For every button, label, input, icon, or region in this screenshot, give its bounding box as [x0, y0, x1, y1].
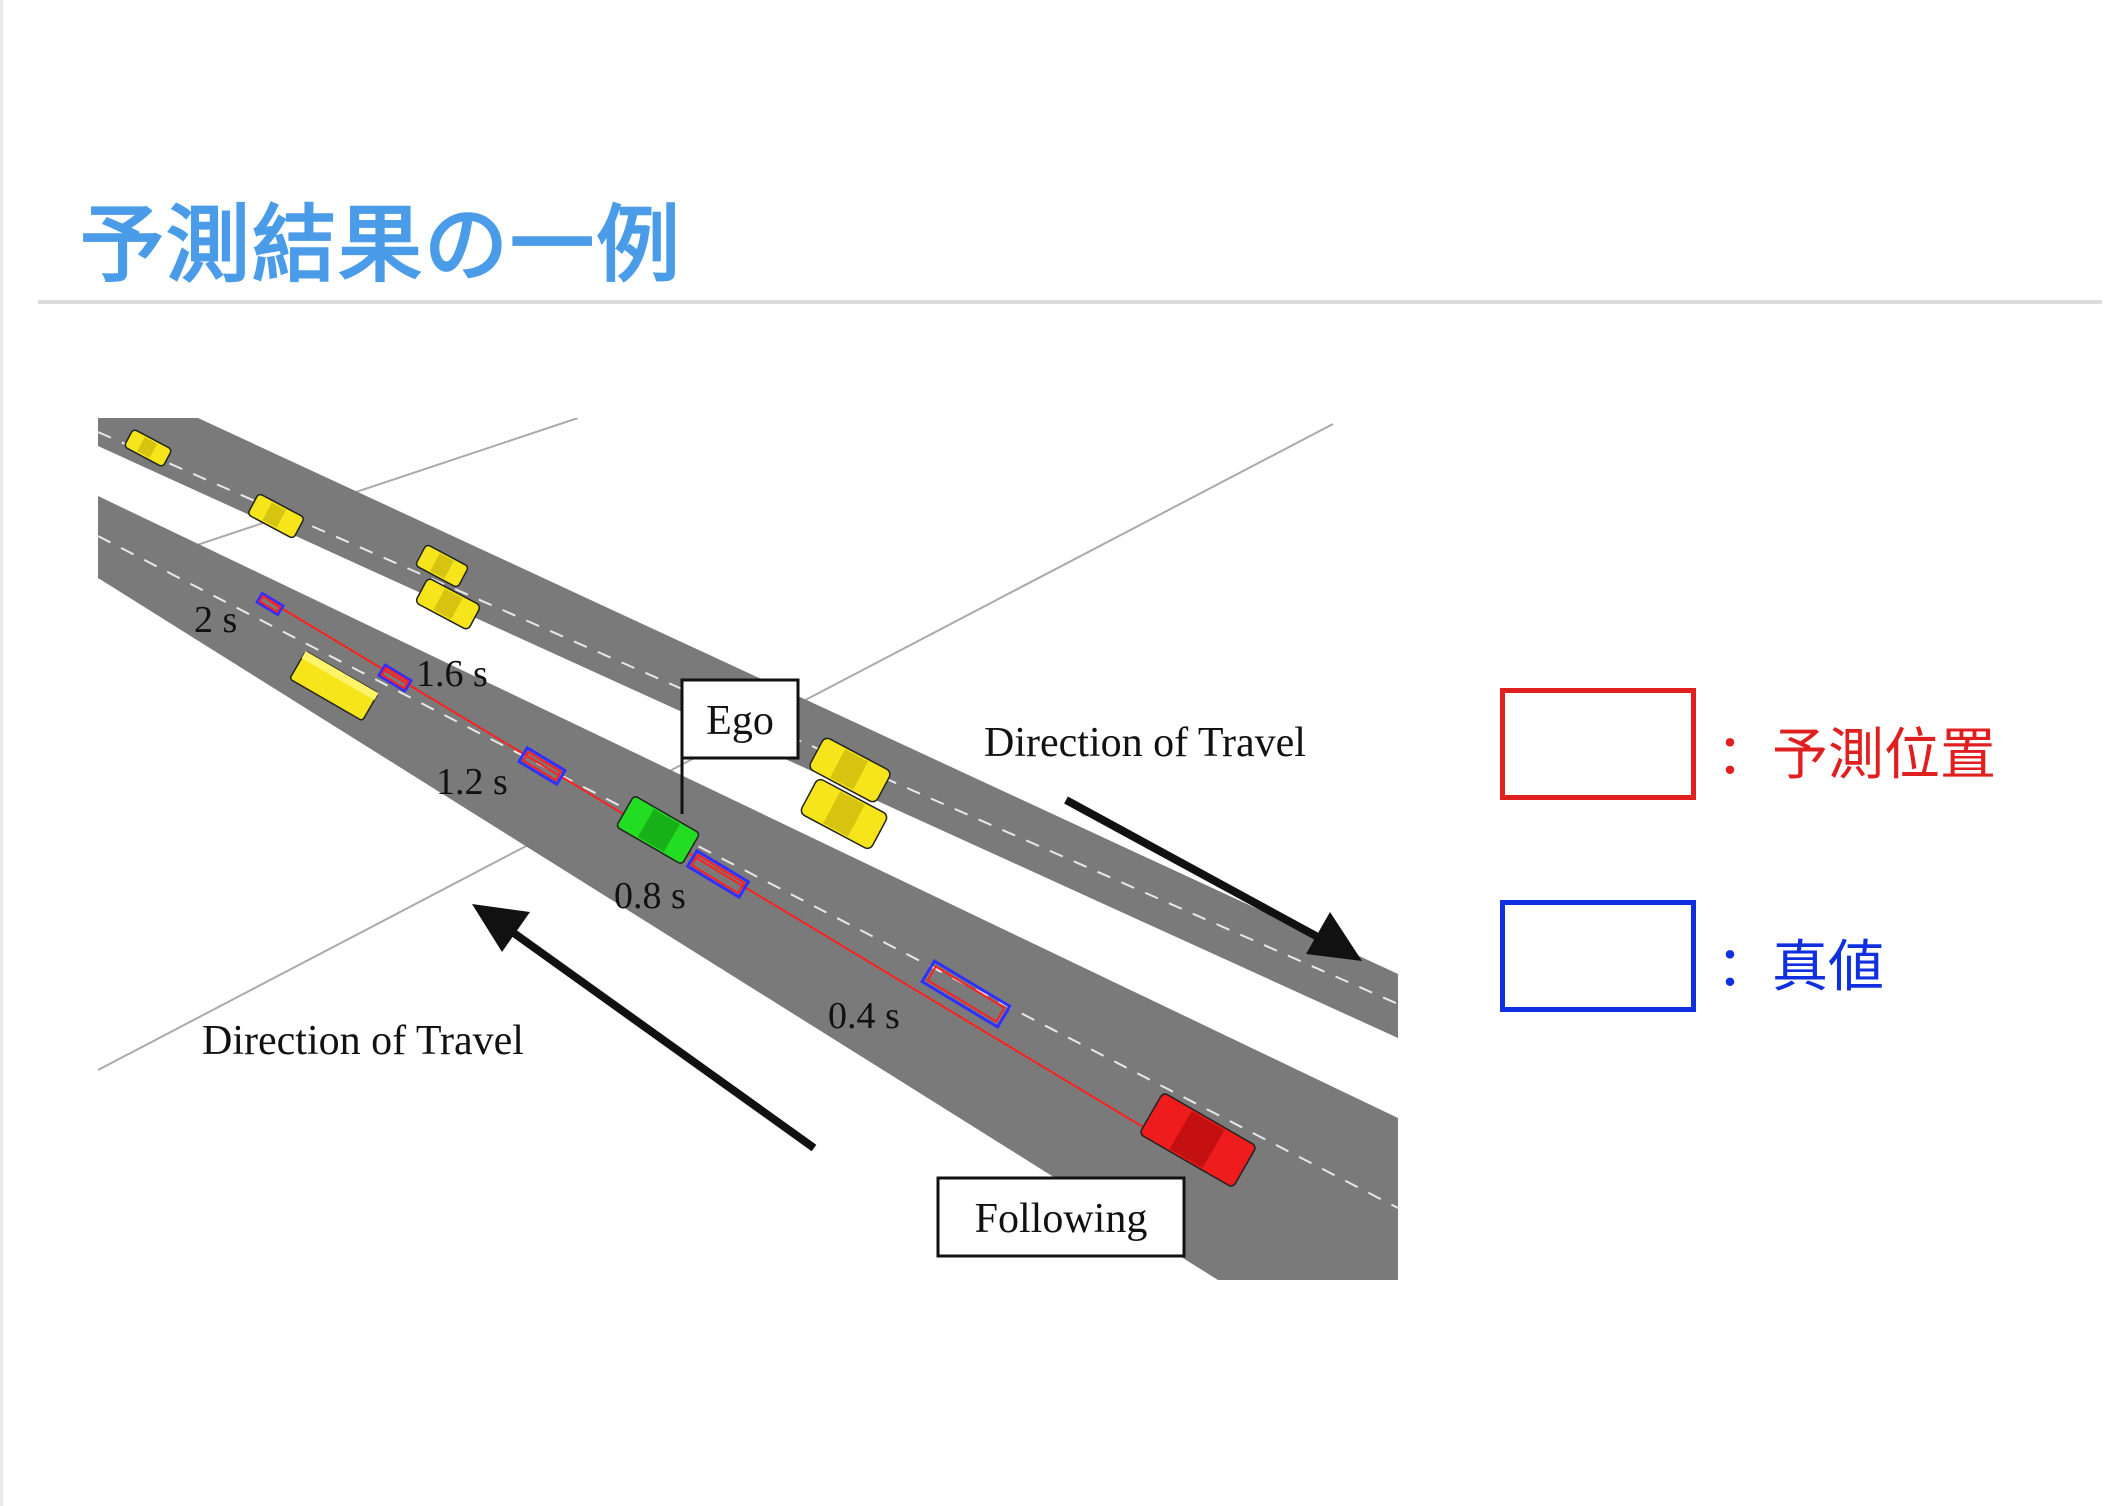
following-car — [1140, 1093, 1256, 1187]
legend-predicted-label: ：予測位置 — [1716, 723, 1996, 788]
traffic-figure: Ego Following 2 s 1.6 s 1.2 s 0.8 s 0.4 … — [98, 418, 1398, 1280]
slide-title: 予測結果の一例 — [80, 196, 683, 294]
time-label-0-8s: 0.8 s — [614, 875, 686, 917]
truth-box-1-2s — [516, 745, 568, 787]
direction-label-left: Direction of Travel — [202, 1018, 524, 1064]
car-upper-5 — [809, 737, 891, 803]
pred-box-0-8s — [690, 853, 746, 895]
following-label-box — [936, 1176, 1186, 1258]
legend-truth-label: ：真値 — [1716, 935, 1884, 1000]
ego-label: Ego — [706, 698, 774, 744]
ego-car — [616, 796, 700, 864]
truck-lower — [289, 651, 379, 721]
time-label-2s: 2 s — [194, 599, 237, 641]
car-upper-4 — [415, 578, 481, 630]
pred-box-1-2s — [521, 750, 563, 782]
ego-label-box — [680, 678, 800, 760]
direction-arrow-right — [1064, 796, 1340, 952]
pred-box-1-6s — [380, 666, 410, 690]
pred-box-0-4s — [926, 965, 1006, 1023]
title-divider — [38, 300, 2102, 304]
pred-box-2s — [258, 594, 282, 614]
car-upper-6 — [800, 778, 888, 850]
car-upper-2 — [248, 493, 304, 539]
legend-truth-swatch — [1500, 900, 1696, 1012]
lower-road-lane-marking — [98, 535, 1398, 1209]
truth-box-1-6s — [376, 663, 414, 693]
truth-box-0-4s — [920, 958, 1012, 1030]
direction-label-right: Direction of Travel — [984, 720, 1306, 766]
time-label-1-6s: 1.6 s — [416, 653, 488, 695]
car-upper-3 — [415, 544, 469, 588]
slide-border — [0, 0, 3, 1506]
direction-arrowhead-left — [472, 904, 530, 952]
following-label: Following — [975, 1196, 1148, 1242]
car-upper-1 — [124, 429, 172, 467]
direction-arrow-left — [487, 912, 817, 1152]
truth-box-2s — [255, 591, 285, 617]
predicted-path-line — [267, 599, 1159, 1137]
direction-arrowhead-right — [1306, 912, 1362, 961]
legend-predicted-swatch — [1500, 688, 1696, 800]
time-label-0-4s: 0.4 s — [828, 995, 900, 1037]
truth-box-0-8s — [685, 848, 751, 900]
time-label-1-2s: 1.2 s — [436, 761, 508, 803]
